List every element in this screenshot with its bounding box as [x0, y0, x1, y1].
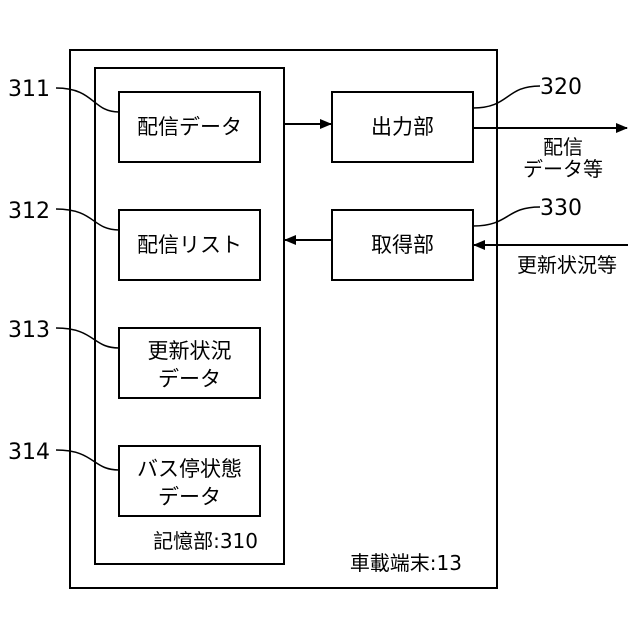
- terminal-label: 車載端末:13: [350, 551, 462, 575]
- ref-314: 314: [8, 440, 50, 465]
- input-signal-label: 更新状況等: [517, 253, 617, 277]
- ref-330: 330: [540, 196, 582, 221]
- output-unit-label: 出力部: [371, 115, 434, 139]
- leader-line-313: [56, 328, 119, 348]
- leader-line-314: [56, 450, 119, 470]
- bus-stop-status-data-line1: バス停状態: [137, 457, 242, 481]
- ref-320: 320: [540, 75, 582, 100]
- leader-line-311: [56, 88, 119, 112]
- leader-line-312: [56, 209, 119, 230]
- output-signal-line2: データ等: [523, 157, 603, 181]
- ref-311: 311: [8, 77, 50, 102]
- leader-line-320: [473, 86, 540, 108]
- ref-312: 312: [8, 199, 50, 224]
- acquisition-unit-label: 取得部: [371, 233, 434, 257]
- storage-label: 記憶部:310: [153, 529, 258, 553]
- update-status-data-line1: 更新状況: [148, 339, 232, 363]
- bus-stop-status-data-line2: データ: [158, 485, 221, 509]
- distribution-data-label: 配信データ: [137, 115, 242, 139]
- distribution-list-label: 配信リスト: [137, 233, 242, 257]
- output-signal-line1: 配信: [543, 135, 583, 159]
- leader-line-330: [473, 207, 540, 226]
- update-status-data-line2: データ: [158, 367, 221, 391]
- ref-313: 313: [8, 318, 50, 343]
